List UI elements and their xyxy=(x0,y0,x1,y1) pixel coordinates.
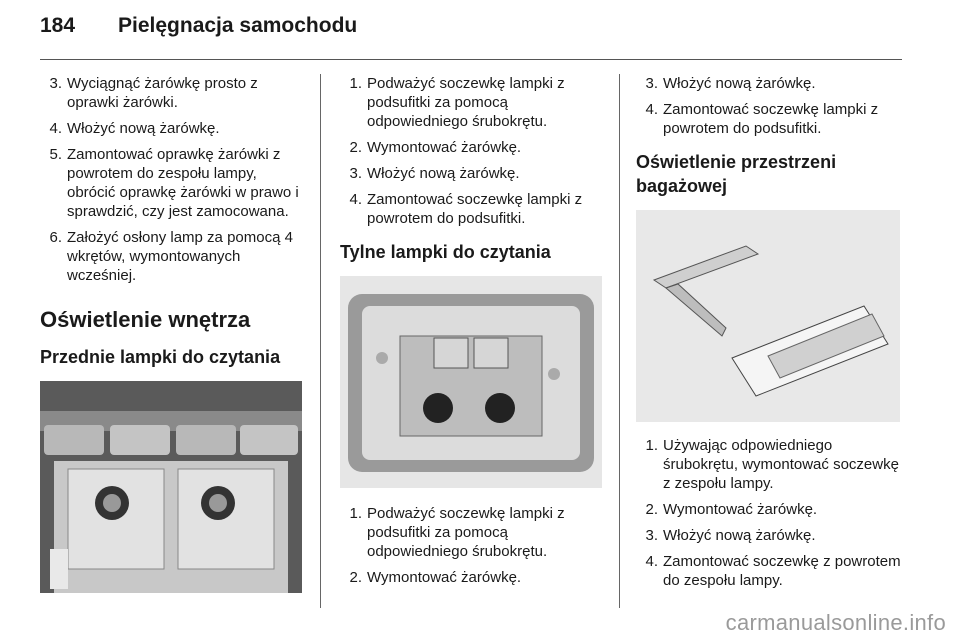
column-3: 3. Włożyć nową żarówkę. 4. Zamontować socze… xyxy=(636,74,901,597)
steps-list-col3-top: 3. Włożyć nową żarówkę. 4. Zamontować socze… xyxy=(636,74,901,138)
step-number: 4. xyxy=(645,101,658,118)
step-item: 1. Podważyć soczewkę lampki z podsufitki … xyxy=(340,74,602,131)
step-item: 5. Zamontować oprawkę żarówki z powrotem … xyxy=(40,145,302,221)
step-number: 3. xyxy=(349,165,362,182)
header-rule xyxy=(40,59,902,60)
step-number: 4. xyxy=(349,191,362,208)
watermark: carmanualsonline.info xyxy=(725,610,946,635)
step-number: 5. xyxy=(49,146,62,163)
step-text: Założyć osłony lamp za pomocą 4 wkrętów,… xyxy=(67,229,293,284)
step-number: 2. xyxy=(349,569,362,586)
step-text: Używając odpowiedniego śrubokrętu, wymon… xyxy=(663,437,899,492)
step-text: Podważyć soczewkę lampki z podsufitki za… xyxy=(367,505,565,560)
step-text: Zamontować soczewkę z powrotem do zespoł… xyxy=(663,553,901,589)
step-number: 1. xyxy=(349,505,362,522)
step-text: Zamontować oprawkę żarówki z powrotem do… xyxy=(67,146,299,220)
step-text: Wymontować żarówkę. xyxy=(663,501,818,518)
step-item: 2. Wymontować żarówkę. xyxy=(340,138,602,157)
page-header: 184 Pielęgnacja samochodu xyxy=(40,14,357,44)
column-divider-2 xyxy=(619,74,620,608)
step-item: 3. Włożyć nową żarówkę. xyxy=(636,526,901,545)
step-number: 4. xyxy=(645,553,658,570)
step-text: Podważyć soczewkę lampki z podsufitki za… xyxy=(367,75,565,130)
step-item: 4. Zamontować soczewkę lampki z powrotem … xyxy=(340,190,602,228)
subsection-title-front-reading-lamps: Przednie lampki do czytania xyxy=(40,347,281,367)
page-number: 184 xyxy=(40,14,76,37)
steps-list-col2-top: 1. Podważyć soczewkę lampki z podsufitki … xyxy=(340,74,602,228)
step-item: 4. Zamontować soczewkę lampki z powrotem … xyxy=(636,100,901,138)
step-number: 3. xyxy=(645,527,658,544)
step-text: Wymontować żarówkę. xyxy=(367,569,522,586)
steps-list-col1: 3. Wyciągnąć żarówkę prosto z oprawki żar… xyxy=(40,74,302,285)
step-item: 2. Wymontować żarówkę. xyxy=(340,568,602,587)
column-2: 1. Podważyć soczewkę lampki z podsufitki … xyxy=(340,74,602,594)
step-item: 3. Wyciągnąć żarówkę prosto z oprawki żar… xyxy=(40,74,302,112)
step-item: 3. Włożyć nową żarówkę. xyxy=(340,164,602,183)
step-text: Włożyć nową żarówkę. xyxy=(367,165,520,182)
step-item: 4. Zamontować soczewkę z powrotem do zesp… xyxy=(636,552,901,590)
step-item: 4. Włożyć nową żarówkę. xyxy=(40,119,302,138)
steps-list-col3-bottom: 1. Używając odpowiedniego śrubokrętu, wym… xyxy=(636,436,901,590)
column-1: 3. Wyciągnąć żarówkę prosto z oprawki żar… xyxy=(40,74,302,593)
step-number: 3. xyxy=(49,75,62,92)
step-item: 3. Włożyć nową żarówkę. xyxy=(636,74,901,93)
steps-list-col2-bottom: 1. Podważyć soczewkę lampki z podsufitki … xyxy=(340,504,602,587)
step-text: Zamontować soczewkę lampki z powrotem do… xyxy=(367,191,583,227)
step-item: 2. Wymontować żarówkę. xyxy=(636,500,901,519)
step-text: Włożyć nową żarówkę. xyxy=(663,75,816,92)
step-number: 2. xyxy=(349,139,362,156)
step-text: Zamontować soczewkę lampki z powrotem do… xyxy=(663,101,879,137)
step-number: 1. xyxy=(349,75,362,92)
rear-reading-lamps-illustration xyxy=(340,276,602,488)
step-text: Włożyć nową żarówkę. xyxy=(663,527,816,544)
section-title-interior-lighting: Oświetlenie wnętrza xyxy=(40,307,251,332)
page-title: Pielęgnacja samochodu xyxy=(118,14,358,37)
luggage-lamp-illustration xyxy=(636,210,900,422)
subsection-title-rear-reading-lamps: Tylne lampki do czytania xyxy=(340,242,551,262)
step-number: 1. xyxy=(645,437,658,454)
step-text: Wymontować żarówkę. xyxy=(367,139,522,156)
step-number: 2. xyxy=(645,501,658,518)
step-text: Włożyć nową żarówkę. xyxy=(67,120,220,137)
subsection-title-luggage-lighting: Oświetlenie przestrzeni bagażowej xyxy=(636,152,837,196)
step-text: Wyciągnąć żarówkę prosto z oprawki żarów… xyxy=(67,75,258,111)
front-reading-lamps-illustration xyxy=(40,381,302,593)
step-number: 6. xyxy=(49,229,62,246)
step-item: 1. Podważyć soczewkę lampki z podsufitki … xyxy=(340,504,602,561)
step-number: 4. xyxy=(49,120,62,137)
column-divider-1 xyxy=(320,74,321,608)
step-item: 6. Założyć osłony lamp za pomocą 4 wkrętó… xyxy=(40,228,302,285)
step-number: 3. xyxy=(645,75,658,92)
step-item: 1. Używając odpowiedniego śrubokrętu, wym… xyxy=(636,436,901,493)
